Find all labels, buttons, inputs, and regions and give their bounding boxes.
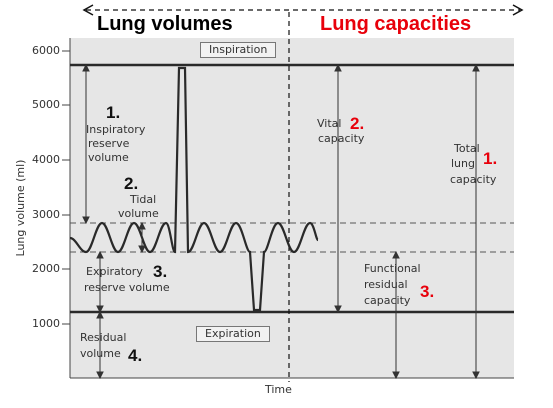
breathing-trace [69,66,320,312]
x-axis-label: Time [265,383,292,396]
frc-label-line3: capacity [364,294,411,307]
y-tick-1000: 1000 [32,317,60,330]
tidal-number: 2. [124,174,139,193]
vital-label-line1: Vital [317,117,342,130]
y-tick-4000: 4000 [32,153,60,166]
erv-number: 3. [153,262,168,281]
lung-capacities-heading: Lung capacities [320,13,472,35]
tidal-label-line1: Tidal [130,193,157,206]
irv-label-line2: reserve [88,137,130,150]
total-label-line2: lung [451,157,475,170]
erv-label-line2: reserve volume [84,281,170,294]
expiration-label: Expiration [196,326,270,342]
header-arrow-right-head [512,4,524,16]
irv-number: 1. [106,103,121,122]
rv-number: 4. [128,346,143,365]
lung-volumes-heading: Lung volumes [97,13,233,35]
y-tick-3000: 3000 [32,208,60,221]
rv-label-line2: volume [80,347,121,360]
plot-panel [70,38,514,378]
y-tick-marks [62,50,70,325]
inspiration-label: Inspiration [200,42,277,58]
volume-arrows [82,63,146,380]
capacity-arrows [334,63,480,380]
y-tick-2000: 2000 [32,262,60,275]
y-tick-6000: 6000 [32,44,60,57]
y-tick-5000: 5000 [32,98,60,111]
frc-number: 3. [420,282,435,301]
vital-number: 2. [350,114,365,133]
total-label-line1: Total [454,142,480,155]
tidal-label-line2: volume [118,207,159,220]
erv-label-line1: Expiratory [86,265,143,278]
y-axis-label: Lung volume (ml) [14,159,27,257]
rv-label-line1: Residual [80,331,127,344]
header-arrow-left-head [82,4,94,16]
total-number: 1. [483,149,498,168]
vital-label-line2: capacity [318,132,365,145]
total-label-line3: capacity [450,173,497,186]
irv-label-line3: volume [88,151,129,164]
frc-label-line1: Functional [364,262,421,275]
irv-label-line1: Inspiratory [86,123,146,136]
frc-label-line2: residual [364,278,408,291]
